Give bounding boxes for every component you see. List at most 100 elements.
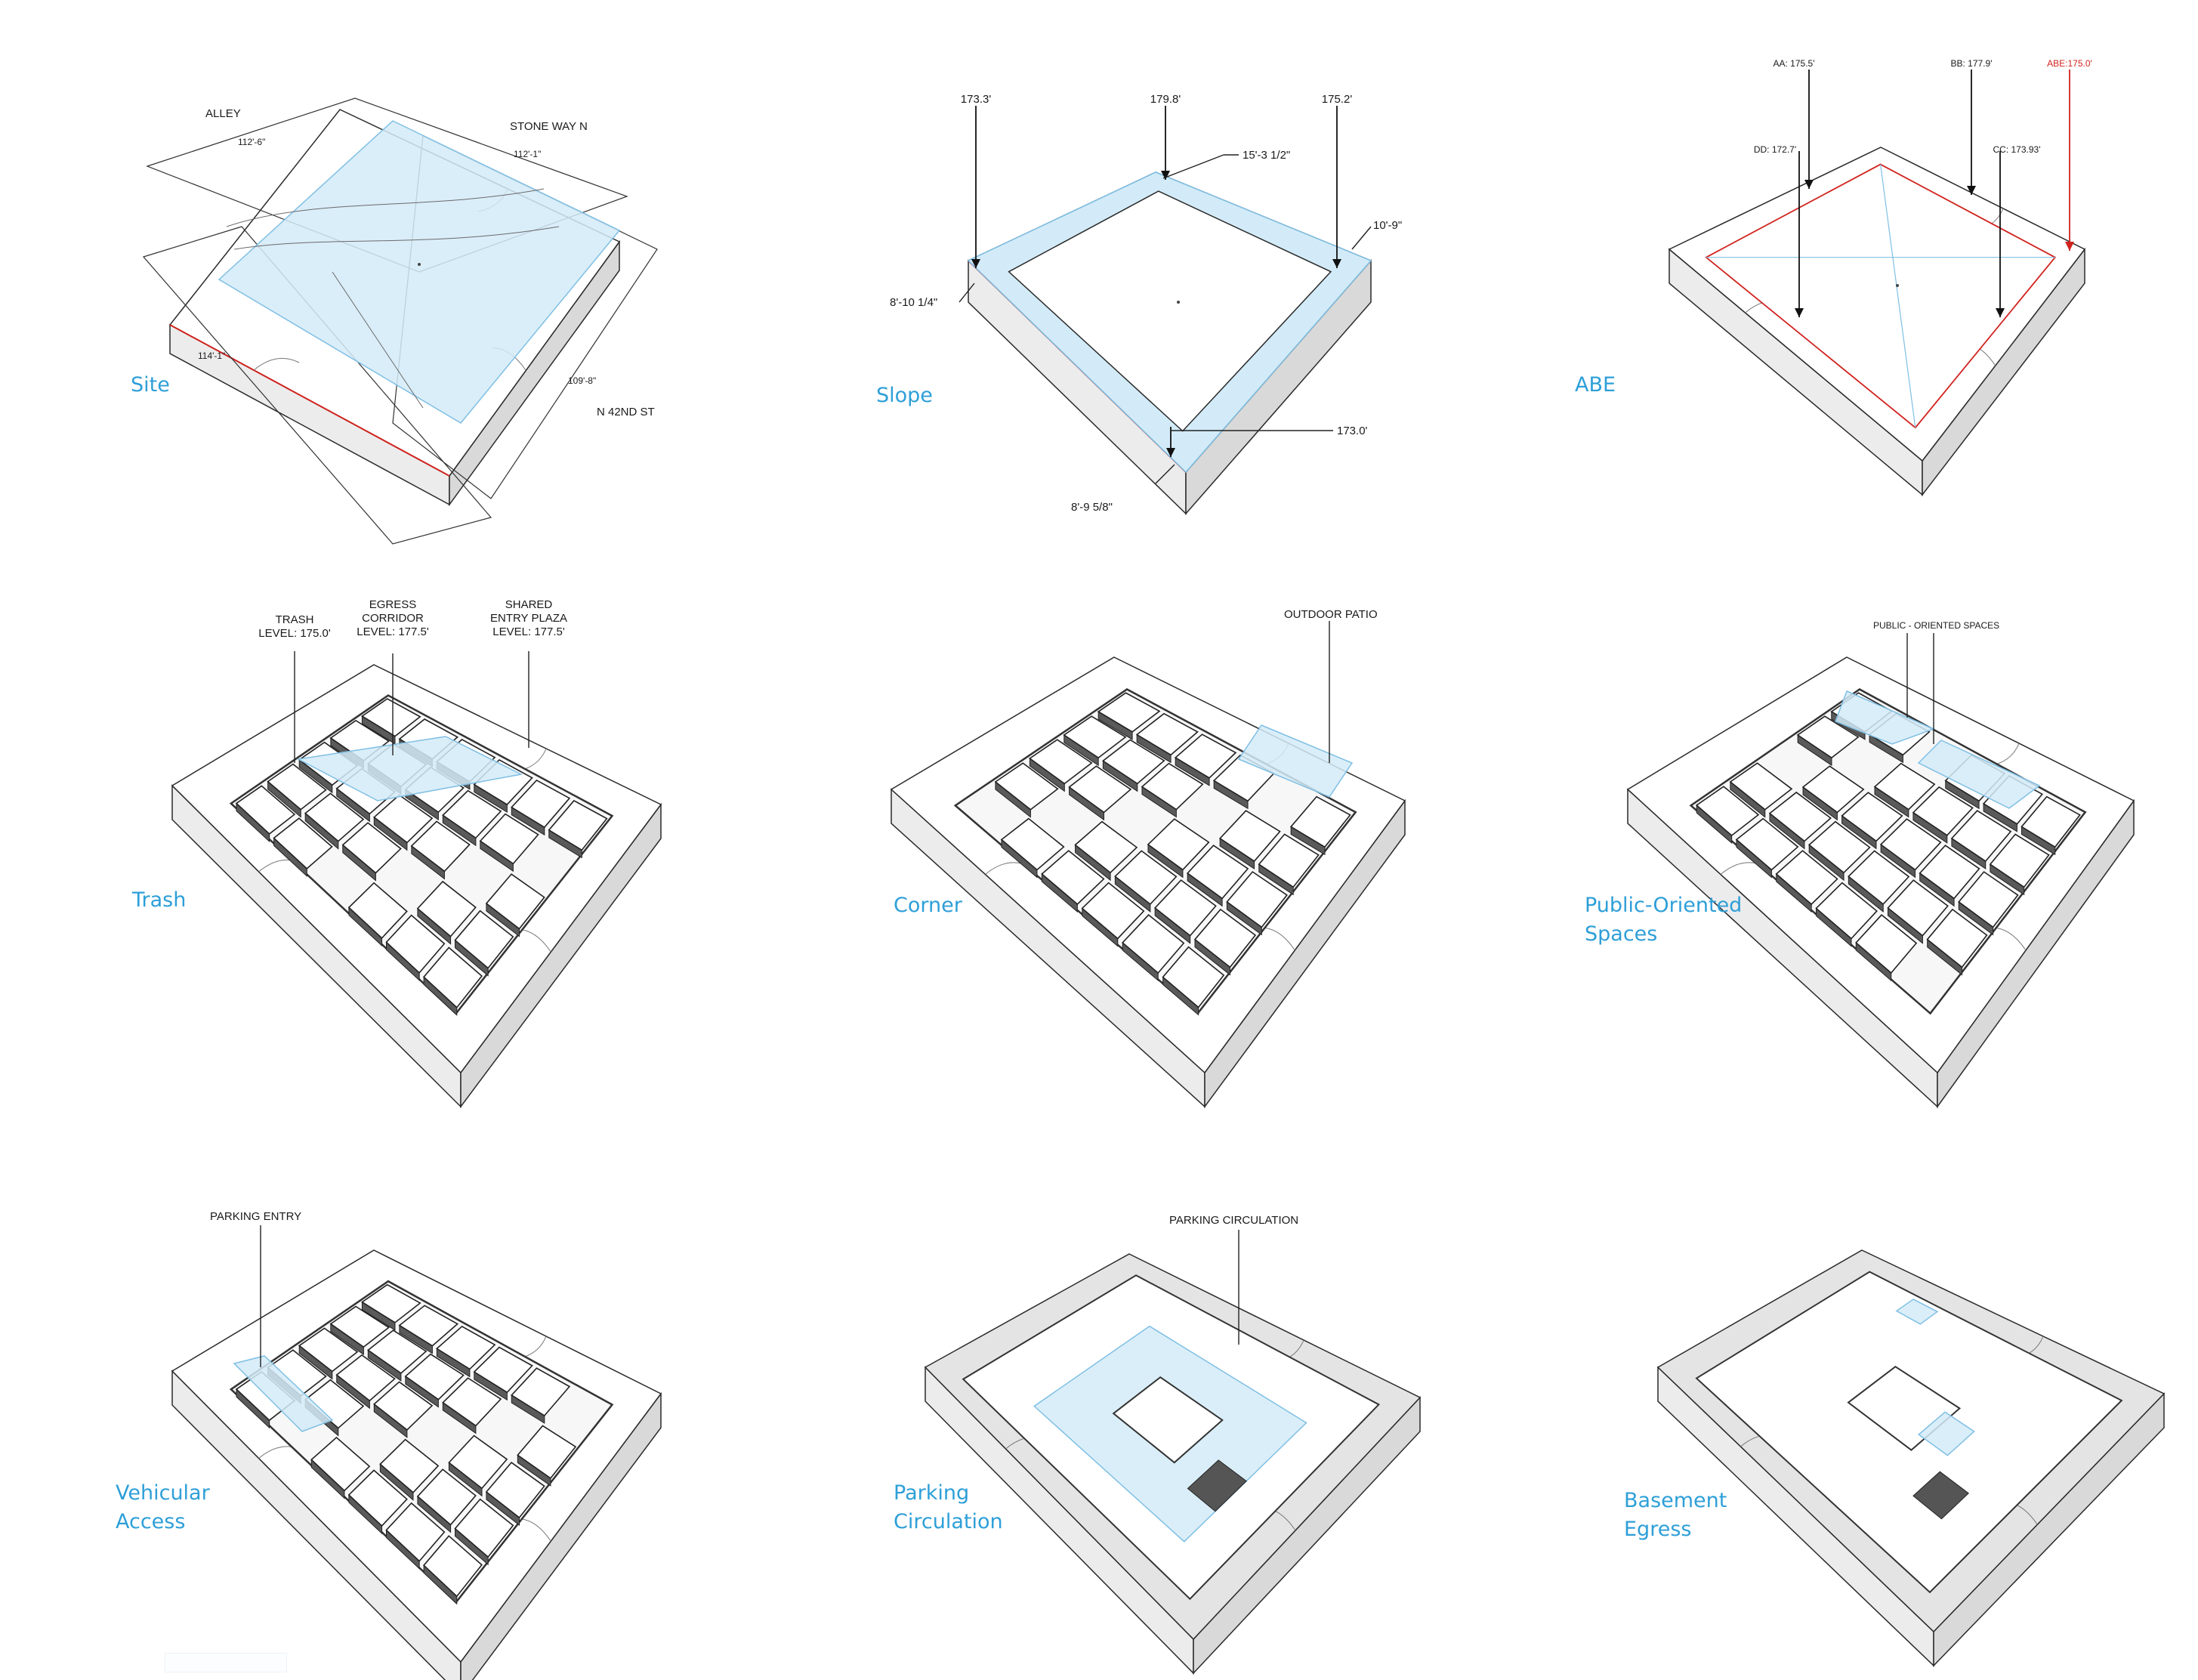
plane-street	[142, 226, 492, 545]
panel-title-vehicular: Vehicular	[116, 1481, 211, 1505]
room	[341, 822, 402, 874]
dim-4: 109'-8"	[568, 375, 596, 386]
room	[1068, 765, 1132, 814]
arrow-head	[1795, 308, 1804, 317]
room	[366, 1329, 428, 1374]
room	[517, 1425, 577, 1479]
room	[235, 785, 296, 835]
room	[1801, 765, 1865, 814]
room	[1258, 833, 1320, 888]
room	[1102, 739, 1165, 785]
panel-title-vehicular: Access	[116, 1510, 185, 1533]
room	[1950, 810, 2012, 863]
room	[1815, 882, 1878, 940]
room	[1729, 762, 1793, 811]
label-trash: TRASH	[276, 613, 314, 626]
room	[1841, 792, 1903, 842]
room	[1063, 715, 1127, 759]
abe-cc: CC: 173.93'	[1993, 144, 2041, 155]
room	[379, 1438, 440, 1493]
room	[448, 1434, 508, 1490]
room	[373, 1381, 434, 1431]
panel-title-public-oriented: Spaces	[1585, 922, 1657, 946]
arrow-head	[1332, 259, 1341, 268]
topo-contours	[226, 188, 560, 409]
room	[1074, 820, 1138, 874]
room	[436, 1325, 496, 1370]
panel-abe: AA: 175.5'BB: 177.9'ABE:175.0'DD: 172.7'…	[1575, 58, 2092, 497]
room	[329, 1305, 391, 1348]
room	[454, 1498, 514, 1558]
room	[423, 947, 483, 1008]
site-area	[218, 120, 621, 424]
room	[1114, 850, 1178, 906]
room	[1855, 914, 1918, 974]
stair	[1912, 1471, 1969, 1520]
label-plaza: SHARED	[505, 598, 553, 611]
room	[1879, 818, 1942, 871]
room	[1193, 908, 1257, 968]
room	[1122, 914, 1185, 974]
room	[548, 799, 608, 851]
panel-title-basement-egress: Basement	[1624, 1489, 1727, 1512]
label-n42nd: N 42ND ST	[597, 406, 655, 418]
room	[373, 794, 434, 844]
room	[1989, 833, 2050, 888]
room	[347, 882, 408, 939]
room	[298, 1327, 359, 1373]
leader-line	[1351, 226, 1372, 250]
room	[479, 813, 539, 865]
leader-line	[1162, 154, 1224, 179]
arrow-head	[971, 259, 980, 268]
room	[1135, 712, 1199, 756]
room	[1796, 715, 1860, 759]
leader-line	[1155, 464, 1175, 484]
room	[442, 1377, 502, 1427]
elev-173-3: 173.3'	[961, 93, 992, 106]
room	[1873, 762, 1936, 811]
elev-175-2: 175.2'	[1322, 93, 1353, 106]
abe-value: ABE:175.0'	[2047, 58, 2092, 69]
room	[1695, 786, 1760, 837]
room	[1141, 762, 1204, 811]
egress-stair-2	[1918, 1411, 1975, 1456]
core-walls	[1112, 1376, 1224, 1464]
label-plaza: LEVEL: 177.5'	[492, 625, 565, 638]
dim-8-10: 8'-10 1/4"	[890, 296, 937, 309]
room	[1807, 820, 1871, 874]
label-egress: CORRIDOR	[362, 612, 424, 625]
dim-8-9: 8'-9 5/8"	[1071, 501, 1113, 514]
room	[360, 1283, 421, 1323]
public-space-1	[1835, 690, 1936, 745]
room	[398, 1305, 459, 1347]
arrow-head	[1996, 308, 2005, 317]
label-outdoor-patio: OUTDOOR PATIO	[1284, 608, 1378, 621]
stair	[1187, 1459, 1247, 1512]
label-trash: LEVEL: 175.0'	[258, 627, 331, 640]
center-mark	[1896, 284, 1899, 287]
room	[416, 880, 477, 937]
room	[304, 792, 365, 842]
dim-1: 112'-6"	[238, 137, 265, 147]
diag-1	[1880, 164, 1916, 428]
room	[1081, 882, 1145, 940]
panel-title-trash: Trash	[131, 888, 186, 912]
label-egress: EGRESS	[369, 598, 417, 611]
panel-public-oriented: PUBLIC - ORIENTED SPACESPublic-OrientedS…	[1585, 620, 2135, 1109]
room	[385, 914, 446, 974]
room	[1919, 845, 1980, 900]
room	[335, 1354, 396, 1402]
dim-3: 114'-1"	[198, 351, 225, 361]
room	[385, 1502, 446, 1562]
abe-dd: DD: 172.7'	[1754, 144, 1796, 155]
abe-aa: AA: 175.5'	[1774, 58, 1815, 69]
trash-egress-highlight	[296, 736, 523, 801]
room	[994, 762, 1059, 811]
arrow-head	[1804, 180, 1814, 189]
room	[473, 1346, 533, 1394]
panel-title-parking-circulation: Parking	[894, 1481, 969, 1505]
leader-line	[959, 283, 975, 303]
